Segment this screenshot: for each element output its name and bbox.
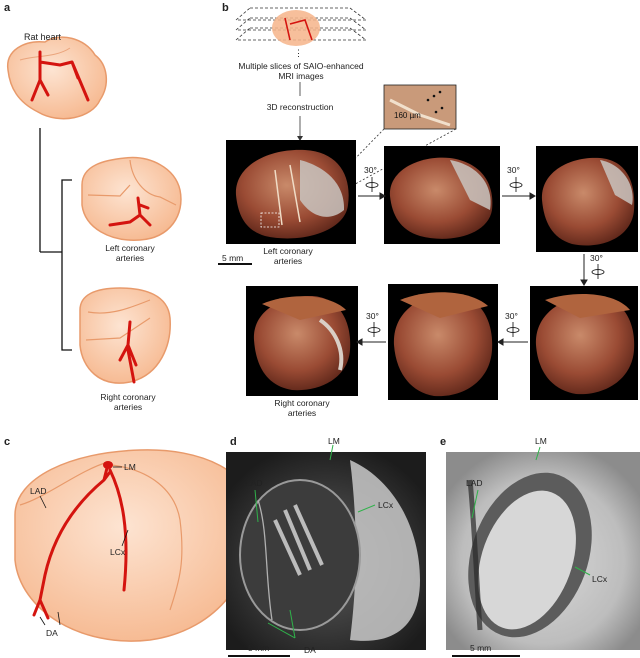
reconstruction-label: 3D reconstruction	[266, 102, 334, 112]
e-label-lcx: LCx	[592, 574, 608, 584]
stack-dots: ⋮	[294, 48, 303, 58]
render-tile-5	[246, 286, 358, 396]
scale-label-e: 5 mm	[470, 643, 492, 653]
render-tile-4	[388, 284, 498, 400]
render-tile-2	[536, 146, 638, 252]
scale-label-d: 5 mm	[248, 643, 270, 653]
zoom-inset	[383, 84, 457, 130]
left-coronary-label-a: Left coronary arteries	[105, 243, 155, 263]
panel-e	[446, 446, 640, 657]
d-label-lcx: LCx	[378, 500, 394, 510]
rotation-icons	[365, 177, 605, 337]
c-label-da: DA	[46, 628, 58, 638]
right-coronary-label-a: Right coronary arteries	[100, 392, 156, 412]
c-label-lad: LAD	[30, 486, 47, 496]
rat-heart-illustration	[7, 36, 107, 120]
panel-letter-a: a	[4, 2, 11, 14]
panel-a	[7, 36, 182, 384]
c-label-lm: LM	[124, 462, 136, 472]
inset-scale-label: 160 µm	[394, 111, 421, 120]
d-label-da: DA	[304, 645, 316, 655]
slices-caption: Multiple slices of SAIO-enhanced MRI ima…	[238, 61, 364, 81]
d-label-lad: LAD	[246, 478, 263, 488]
d-label-lm: LM	[328, 436, 340, 446]
c-label-lcx: LCx	[110, 547, 126, 557]
rotation-label-2: 30°	[507, 165, 520, 175]
right-coronary-heart	[79, 287, 171, 384]
render-tile-1	[384, 146, 500, 244]
rat-heart-title: Rat heart	[24, 32, 62, 42]
panel-letter-b: b	[222, 2, 229, 14]
rotation-label-5: 30°	[366, 311, 379, 321]
panel-letter-c: c	[4, 436, 11, 448]
e-label-lm: LM	[535, 436, 547, 446]
mri-slice-stack	[234, 7, 368, 46]
tree-connector	[39, 128, 72, 351]
scale-label-b: 5 mm	[222, 253, 244, 263]
render-tile-3	[530, 286, 638, 400]
rotation-label-4: 30°	[505, 311, 518, 321]
rotation-label-1: 30°	[364, 165, 377, 175]
e-label-lad: LAD	[466, 478, 483, 488]
right-coronary-label-b: Right coronary arteries	[274, 398, 330, 418]
rotation-label-3: 30°	[590, 253, 603, 263]
panel-letter-e: e	[440, 436, 447, 448]
flow-arrows	[356, 192, 588, 346]
render-tile-0	[226, 140, 356, 244]
panel-letter-d: d	[230, 436, 237, 448]
panel-d	[226, 444, 426, 657]
panel-b	[218, 7, 638, 400]
left-coronary-heart	[81, 156, 182, 241]
left-coronary-label-b: Left coronary arteries	[263, 246, 313, 266]
panel-c	[14, 449, 256, 642]
